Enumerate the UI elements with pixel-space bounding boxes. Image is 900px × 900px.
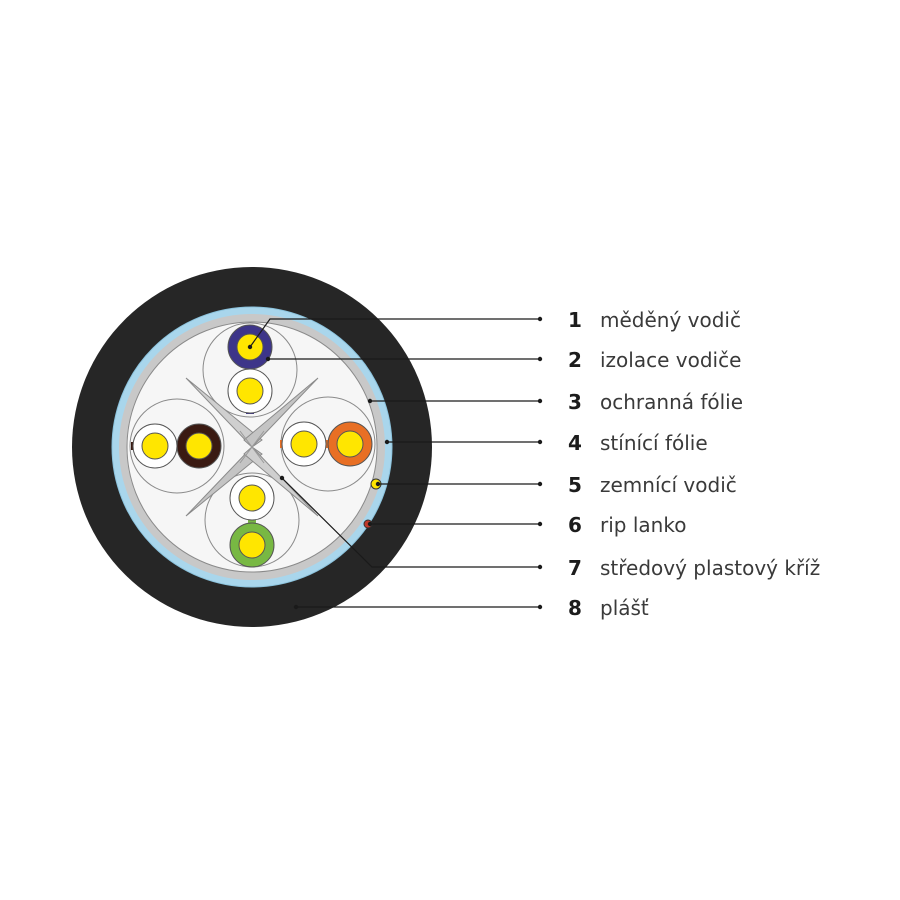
legend-item-shielding-foil: 4 stínící fólie: [568, 431, 708, 455]
legend-item-protective-foil: 3 ochranná fólie: [568, 390, 743, 414]
pair-outlines: [129, 322, 376, 568]
copper-conductor: [185, 432, 213, 460]
legend-number: 8: [568, 596, 582, 620]
legend-label: plášť: [600, 596, 649, 620]
copper-conductor: [238, 531, 266, 559]
pair-brown: [131, 423, 222, 469]
legend-item-copper-conductor: 1 měděný vodič: [568, 308, 741, 332]
central-plastic-cross: [185, 377, 319, 517]
legend-item-drain-wire: 5 zemnící vodič: [568, 473, 737, 497]
legend-item-rip-cord: 6 rip lanko: [568, 513, 686, 537]
legend: 1 měděný vodič 2 izolace vodiče 3 ochran…: [568, 308, 820, 620]
pair-green: [229, 475, 275, 568]
legend-item-conductor-insulation: 2 izolace vodiče: [568, 348, 741, 372]
copper-conductor: [141, 432, 169, 460]
leader-dots: [247, 316, 543, 610]
legend-label: stínící fólie: [600, 431, 708, 455]
legend-label: rip lanko: [600, 513, 686, 537]
pair-orange: [280, 421, 373, 467]
legend-number: 2: [568, 348, 582, 372]
copper-conductor: [336, 430, 364, 458]
legend-number: 7: [568, 556, 582, 580]
legend-item-central-cross: 7 středový plastový kříž: [568, 556, 820, 580]
legend-number: 4: [568, 431, 582, 455]
legend-label: středový plastový kříž: [600, 556, 820, 580]
leader-line-7: [281, 477, 540, 568]
pair-outline-left: [129, 398, 225, 494]
legend-number: 6: [568, 513, 582, 537]
copper-conductor: [290, 430, 318, 458]
legend-item-sheath: 8 plášť: [568, 596, 649, 620]
legend-number: 1: [568, 308, 582, 332]
copper-conductor: [238, 484, 266, 512]
legend-number: 5: [568, 473, 582, 497]
leader-lines: [249, 318, 540, 608]
legend-number: 3: [568, 390, 582, 414]
leader-line-1: [249, 318, 540, 348]
pair-outline-top: [202, 322, 298, 418]
legend-label: izolace vodiče: [600, 348, 741, 372]
legend-label: ochranná fólie: [600, 390, 743, 414]
legend-label: zemnící vodič: [600, 473, 737, 497]
copper-conductor: [236, 377, 264, 405]
legend-label: měděný vodič: [600, 308, 741, 332]
